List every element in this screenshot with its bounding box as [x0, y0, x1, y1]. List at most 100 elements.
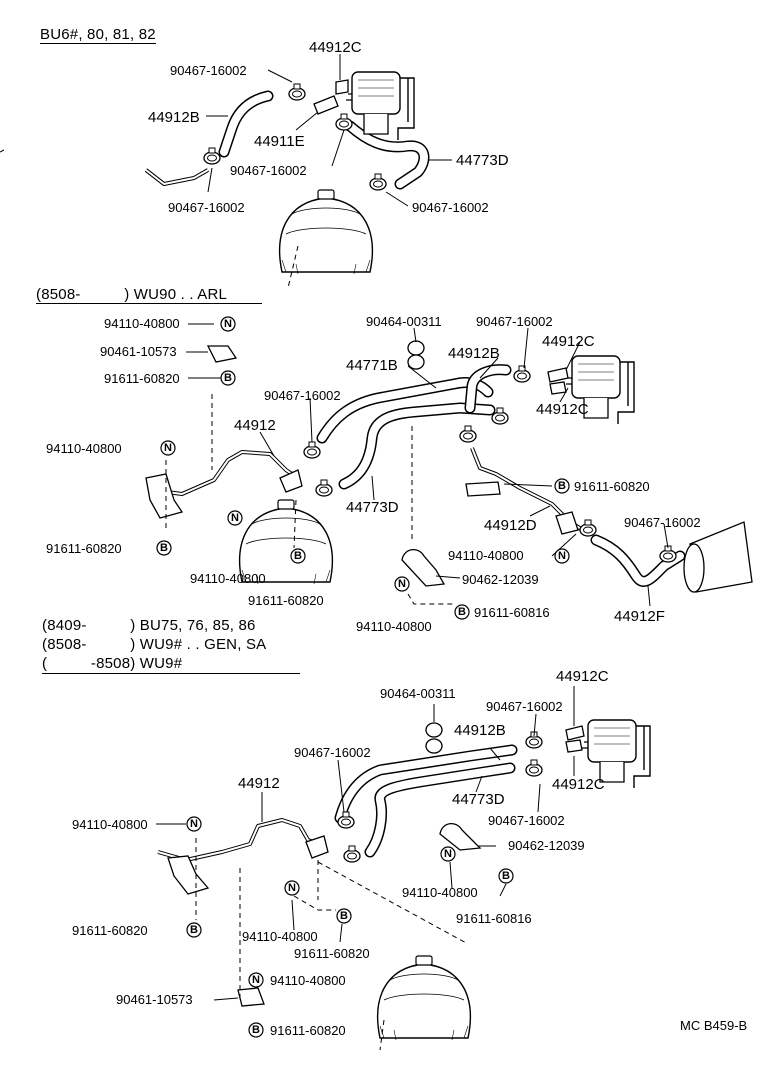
- bolt-symbol-icon: B: [186, 922, 202, 938]
- callout-part: 44912B: [148, 109, 200, 126]
- callout-part: 91611-60816: [456, 911, 532, 926]
- callout-part: 44911E: [254, 133, 305, 150]
- callout-part: 90467-16002: [412, 200, 489, 215]
- callout-part: 44912B: [454, 722, 506, 739]
- bolt-symbol-icon: B: [156, 540, 172, 556]
- section-3-callouts: 90464-00311 44912C 90467-16002 44912B 90…: [72, 668, 609, 1038]
- nut-symbol-icon: N: [284, 880, 300, 896]
- svg-text:B: B: [190, 924, 198, 936]
- section-1-line: BU6#, 80, 81, 82: [40, 26, 156, 43]
- grommet: [407, 340, 425, 356]
- reservoir-tank-icon: [278, 189, 374, 275]
- section-2-drawing: [145, 323, 753, 607]
- hose-clamp-icon: [459, 425, 477, 443]
- bolt-symbol-icon: B: [554, 478, 570, 494]
- svg-text:B: B: [558, 480, 566, 492]
- hose-clamp-icon: [303, 441, 321, 459]
- callout-part: 44912D: [484, 517, 537, 534]
- grommet: [425, 738, 443, 754]
- nut-symbol-icon: N: [220, 316, 236, 332]
- callout-part: 90467-16002: [230, 163, 307, 178]
- svg-text:N: N: [398, 578, 406, 590]
- nut-symbol-icon: N: [160, 440, 176, 456]
- bolt-part: [565, 725, 585, 741]
- nut-symbol-icon: N: [440, 846, 456, 862]
- pipe-bracket: [167, 855, 210, 895]
- hose-clamp-icon: [525, 759, 543, 777]
- bolt-part: [565, 739, 583, 753]
- section-1-callouts: 44912C 90467-16002 44912B 44911E 90467-1…: [148, 39, 509, 215]
- callout-part: 90467-16002: [168, 200, 245, 215]
- reservoir-tank-icon: [376, 955, 472, 1041]
- nut-symbol-icon: N: [394, 576, 410, 592]
- bolt-symbol-icon: B: [248, 1022, 264, 1038]
- callout-part: 90462-12039: [508, 838, 585, 853]
- callout-part: 94110-40800: [104, 316, 180, 331]
- callout-part: 94110-40800: [402, 885, 478, 900]
- hose-clamp-icon: [659, 545, 677, 563]
- callout-part: 44773D: [346, 499, 399, 516]
- nut-symbol-icon: N: [248, 972, 264, 988]
- bolt-symbol-icon: B: [336, 908, 352, 924]
- callout-part: 90467-16002: [488, 813, 565, 828]
- svg-text:N: N: [558, 550, 566, 562]
- svg-text:N: N: [444, 848, 452, 860]
- callout-part: 90461-10573: [100, 344, 177, 359]
- svg-text:B: B: [252, 1024, 260, 1036]
- callout-part: 90461-10573: [116, 992, 193, 1007]
- hose-clamp-icon: [315, 479, 333, 497]
- callout-part: 91611-60820: [270, 1023, 346, 1038]
- pipe-bracket: [465, 481, 501, 497]
- svg-text:N: N: [164, 442, 172, 454]
- callout-part: 44912C: [552, 776, 605, 793]
- section-3-line-3: ( -8508) WU9#: [42, 654, 300, 674]
- callout-part: 44912: [238, 775, 280, 792]
- hose-clamp-icon: [288, 83, 306, 101]
- hose-clamp-icon: [513, 365, 531, 383]
- callout-part: 90467-16002: [294, 745, 371, 760]
- callout-part: 94110-40800: [242, 929, 318, 944]
- nut-symbol-icon: N: [554, 548, 570, 564]
- callout-part: 44912C: [536, 401, 589, 418]
- hose-clamp-icon: [335, 113, 353, 131]
- pipe-clip: [237, 987, 265, 1007]
- callout-part: 90462-12039: [462, 572, 539, 587]
- callout-part: 90467-16002: [476, 314, 553, 329]
- callout-part: 44912C: [556, 668, 609, 685]
- pipe-bracket: [145, 473, 184, 519]
- section-2-callouts: 94110-40800 90461-10573 91611-60820 9046…: [46, 314, 701, 634]
- callout-part: 94110-40800: [448, 548, 524, 563]
- callout-part: 44773D: [456, 152, 509, 169]
- svg-text:N: N: [231, 512, 239, 524]
- callout-part: 91611-60820: [294, 946, 370, 961]
- section-1-drawing: [0, 54, 452, 289]
- hose-clamp-icon: [579, 519, 597, 537]
- union-fitting: [313, 95, 339, 115]
- pipe-bracket: [555, 511, 579, 535]
- callout-part: 44912C: [309, 39, 362, 56]
- pipe-clamp: [439, 823, 482, 851]
- figure-code: MC B459-B: [680, 1018, 747, 1033]
- callout-part: 90467-16002: [170, 63, 247, 78]
- hose-clamp-icon: [203, 147, 221, 165]
- callout-part: 90467-16002: [264, 388, 341, 403]
- callout-part: 44773D: [452, 791, 505, 808]
- callout-part: 90467-16002: [486, 699, 563, 714]
- callout-part: 94110-40800: [270, 973, 346, 988]
- callout-part: 91611-60820: [248, 593, 324, 608]
- callout-part: 44912C: [542, 333, 595, 350]
- callout-part: 90464-00311: [380, 686, 456, 701]
- bolt-symbol-icon: B: [290, 548, 306, 564]
- svg-text:B: B: [502, 870, 510, 882]
- callout-part: 94110-40800: [46, 441, 122, 456]
- svg-text:B: B: [294, 550, 302, 562]
- pipe-44912: [151, 450, 300, 496]
- callout-part: 91611-60816: [474, 605, 550, 620]
- callout-part: 90467-16002: [624, 515, 701, 530]
- svg-text:B: B: [160, 542, 168, 554]
- bolt-part: [549, 381, 567, 395]
- svg-text:B: B: [340, 910, 348, 922]
- section-3-heading: (8409- ) BU75, 76, 85, 86 (8508- ) WU9# …: [42, 616, 300, 674]
- pipe-clip: [206, 345, 238, 363]
